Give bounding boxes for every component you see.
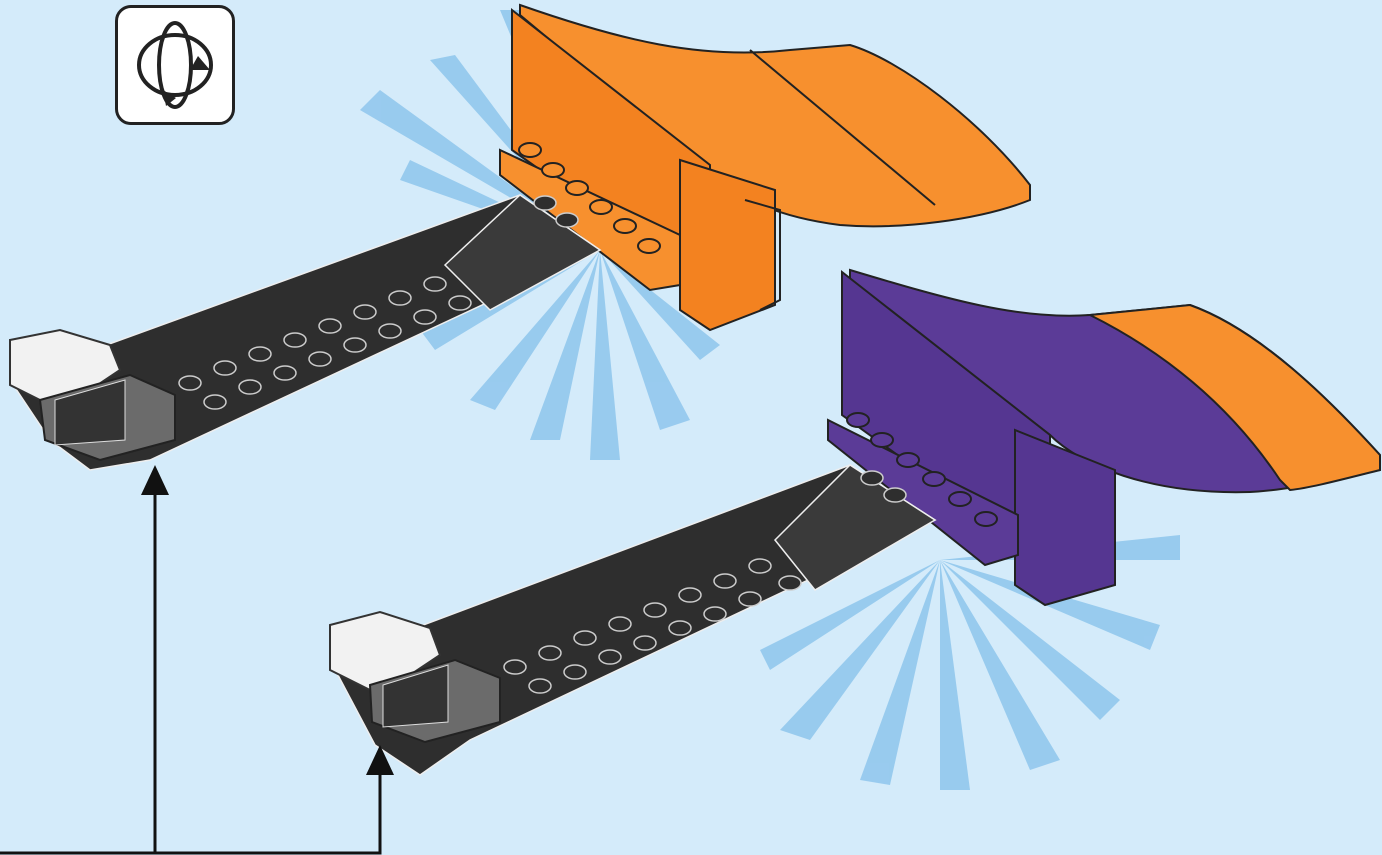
ramp-assembly-purple — [828, 270, 1380, 605]
callout-arrows — [0, 490, 380, 853]
black-base-top — [10, 195, 600, 470]
arrow-up-icon-left — [141, 465, 169, 495]
ramp-assembly-orange — [500, 5, 1030, 330]
